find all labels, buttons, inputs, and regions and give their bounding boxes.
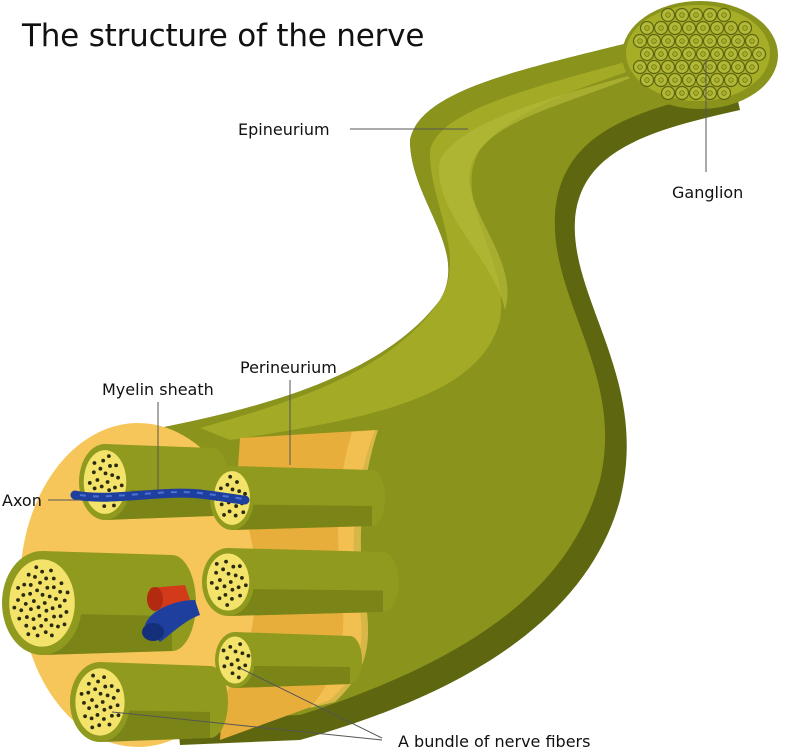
nerve-fascicle: [79, 444, 229, 520]
nerve-fascicle: [70, 662, 228, 742]
ganglion-cells: [632, 7, 767, 101]
nerve-fascicle: [215, 632, 362, 688]
label-epineurium: Epineurium: [238, 120, 330, 139]
label-axon: Axon: [2, 491, 42, 510]
nerve-fascicle: [202, 548, 399, 616]
bundle-leader-1: [111, 711, 383, 741]
blood-vessels: [142, 585, 200, 642]
diagram-title: The structure of the nerve: [22, 18, 425, 54]
ganglion: [622, 1, 778, 109]
label-myelin-sheath: Myelin sheath: [102, 380, 214, 399]
label-perineurium: Perineurium: [240, 358, 337, 377]
label-ganglion: Ganglion: [672, 183, 744, 202]
nerve-fascicle: [2, 551, 196, 655]
axon-myelin: [70, 488, 250, 505]
leader-lines: [48, 60, 707, 741]
bundle-leader-2: [239, 667, 383, 739]
label-bundle-of-nerve-fibers: A bundle of nerve fibers: [398, 732, 591, 751]
